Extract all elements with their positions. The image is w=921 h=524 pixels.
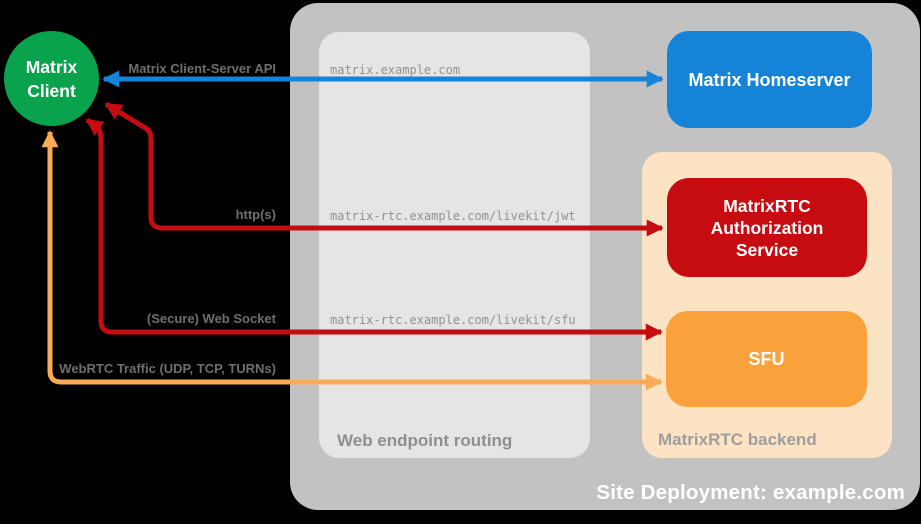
matrix-homeserver-node: Matrix Homeserver [667, 31, 872, 128]
sfu-endpoint-url: matrix-rtc.example.com/livekit/sfu [330, 313, 576, 327]
web-endpoint-routing-box: Web endpoint routing [319, 32, 590, 458]
matrix-client-node: Matrix Client [4, 31, 99, 126]
site-deployment-label: Site Deployment: example.com [596, 481, 905, 504]
matrixrtc-authorization-service-label: MatrixRTC Authorization Service [710, 195, 824, 260]
jwt-endpoint-url: matrix-rtc.example.com/livekit/jwt [330, 209, 576, 223]
client-server-api-arrow-label: Matrix Client-Server API [128, 61, 276, 76]
matrixrtc-backend-label: MatrixRTC backend [658, 430, 817, 449]
homeserver-endpoint-url: matrix.example.com [330, 63, 461, 77]
sfu-label: SFU [748, 349, 785, 369]
matrix-homeserver-label: Matrix Homeserver [688, 69, 851, 90]
web-endpoint-routing-label: Web endpoint routing [337, 431, 513, 450]
matrixrtc-authorization-service-node: MatrixRTC Authorization Service [667, 178, 867, 277]
websocket-arrow-label: (Secure) Web Socket [146, 311, 276, 326]
matrix-client-label: Matrix Client [25, 56, 78, 101]
sfu-node: SFU [666, 311, 867, 407]
https-arrow-label: http(s) [235, 207, 276, 222]
webrtc-arrow-label: WebRTC Traffic (UDP, TCP, TURNs) [59, 361, 276, 376]
